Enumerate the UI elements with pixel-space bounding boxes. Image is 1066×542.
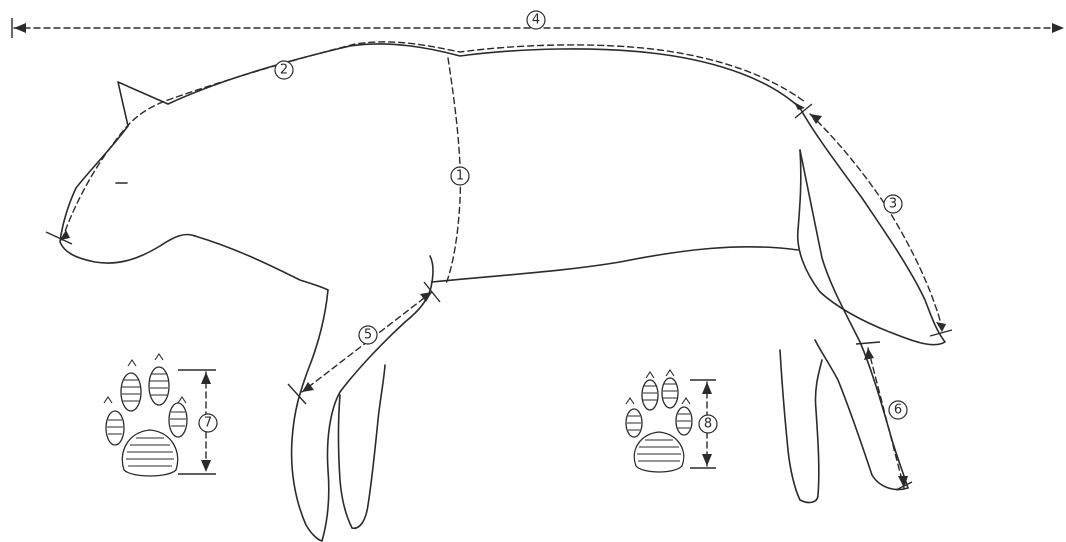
ear-outline [118,82,168,126]
thigh-outline [798,108,945,345]
front-leg-outline [292,282,432,541]
label-7: 7 [204,416,212,431]
front-paw-print [104,354,187,476]
label-4: 4 [532,13,540,28]
label-2: 2 [280,63,288,78]
label-3: 3 [889,197,897,212]
belly-outline [432,247,798,282]
measurement-7-front-paw: 7 [104,354,217,476]
measurement-6-hind-foot: 6 [856,342,912,490]
measurement-1-girth: 1 [446,58,469,284]
label-8: 8 [704,417,712,432]
label-5: 5 [364,328,372,343]
label-1: 1 [456,169,464,184]
measurement-4-total-length: 4 [12,11,1064,38]
front-leg-far-outline [339,365,386,528]
animal-outline [60,44,945,541]
face-outline [60,126,195,263]
neck-outline [195,236,328,290]
measurement-2-head-back: 2 [46,42,812,244]
label-6: 6 [894,403,902,418]
elbow-outline [430,256,433,282]
hind-leg-far-outline [780,350,822,502]
hind-paw-print [626,370,692,472]
measurement-5-foreleg: 5 [288,282,440,404]
measurement-8-hind-paw: 8 [626,370,717,472]
back-outline [168,44,800,108]
